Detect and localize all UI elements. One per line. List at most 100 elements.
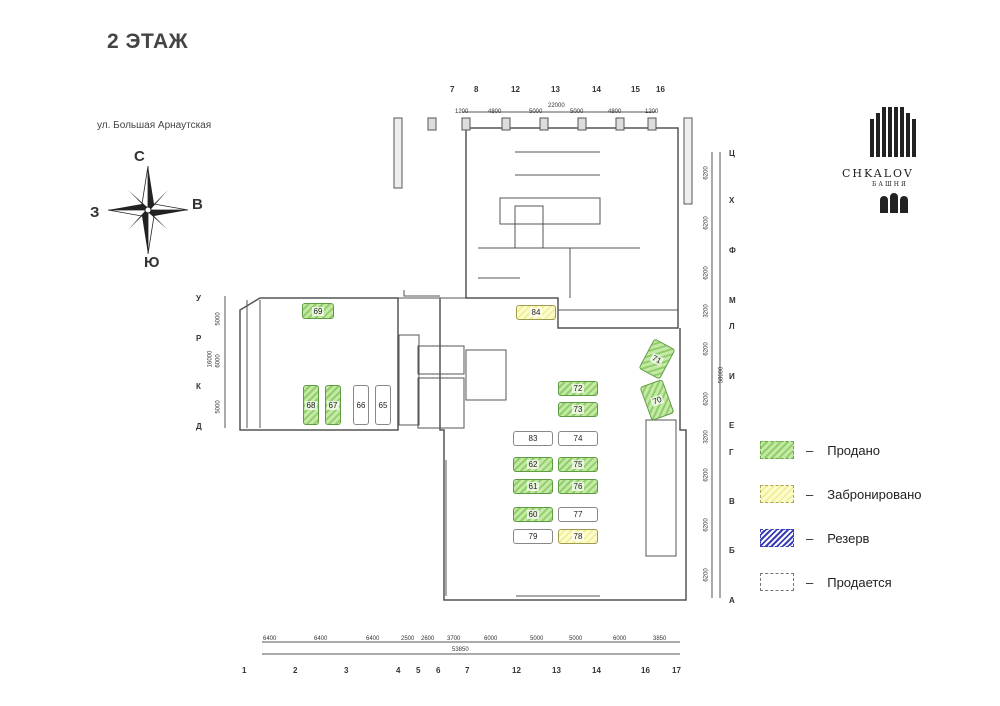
axis-label: 7: [450, 85, 455, 94]
top-dimensions: 22000 1200 4800 5000 5000 4800 1200: [0, 103, 1000, 115]
parking-spot[interactable]: 60: [513, 507, 553, 522]
parking-spot[interactable]: 61: [513, 479, 553, 494]
legend-dash: –: [806, 530, 814, 546]
axis-label: А: [729, 596, 735, 605]
parking-spot-number: 62: [526, 460, 540, 469]
parking-spot-number: 75: [571, 460, 585, 469]
parking-spot[interactable]: 72: [558, 381, 598, 396]
tower-logo-icon: [870, 107, 916, 213]
parking-spot-number: 61: [526, 482, 540, 491]
parking-spot-number: 83: [526, 434, 540, 443]
axis-label: 12: [512, 666, 521, 675]
parking-spot[interactable]: 70: [639, 378, 675, 422]
parking-spot-number: 74: [571, 434, 585, 443]
dim: 1200: [645, 109, 659, 115]
axis-label: Г: [729, 448, 734, 457]
compass-north: С: [134, 148, 145, 165]
parking-spot-number: 69: [311, 306, 325, 316]
axis-label: 12: [511, 85, 520, 94]
legend: – Продано – Забронировано – Резерв – Про…: [760, 440, 960, 592]
parking-spot[interactable]: 62: [513, 457, 553, 472]
dim: 4800: [488, 109, 502, 115]
street-label: ул. Большая Арнаутская: [97, 120, 212, 131]
parking-spot-number: 60: [526, 510, 540, 519]
dim: 6400: [314, 636, 328, 642]
legend-dash: –: [806, 574, 814, 590]
parking-spot[interactable]: 79: [513, 529, 553, 544]
parking-spot[interactable]: 73: [558, 402, 598, 417]
parking-spot[interactable]: 74: [558, 431, 598, 446]
dim: 6400: [366, 636, 380, 642]
parking-spot[interactable]: 67: [325, 385, 341, 425]
axis-label: 17: [672, 666, 681, 675]
axis-label: 3: [344, 666, 349, 675]
parking-spot[interactable]: 76: [558, 479, 598, 494]
parking-spot[interactable]: 71: [638, 338, 676, 380]
dim: 3850: [653, 636, 667, 642]
legend-swatch-hold: [760, 529, 794, 547]
dim: 4800: [608, 109, 622, 115]
parking-spot[interactable]: 75: [558, 457, 598, 472]
axis-label: 7: [465, 666, 470, 675]
axis-label: 13: [552, 666, 561, 675]
legend-item-available: – Продается: [760, 572, 960, 592]
legend-dash: –: [806, 486, 814, 502]
dim: 3700: [447, 636, 461, 642]
compass-south: Ю: [144, 254, 160, 271]
compass-east: В: [192, 196, 203, 213]
parking-spot[interactable]: 77: [558, 507, 598, 522]
right-axis-labels: Ц Х Ф М Л И Е Г В Б А: [729, 0, 745, 706]
dim: 5000: [530, 636, 544, 642]
compass-rose-icon: [107, 165, 189, 255]
axis-label: Ф: [729, 246, 736, 255]
legend-dash: –: [806, 442, 814, 458]
parking-spot-number: 68: [304, 400, 318, 410]
parking-spot[interactable]: 66: [353, 385, 369, 425]
axis-label: 5: [416, 666, 421, 675]
axis-label: В: [729, 497, 735, 506]
parking-spot[interactable]: 83: [513, 431, 553, 446]
parking-spot-number: 71: [649, 351, 665, 367]
axis-label: М: [729, 296, 736, 305]
axis-label: 13: [551, 85, 560, 94]
parking-spot[interactable]: 78: [558, 529, 598, 544]
parking-spot-number: 84: [529, 308, 543, 317]
parking-spot[interactable]: 65: [375, 385, 391, 425]
bottom-dimensions: 6400 6400 6400 2500 2600 3700 6000 5000 …: [0, 636, 1000, 648]
dim: 2600: [421, 636, 435, 642]
logo-subtitle: БАШНЯ: [872, 181, 908, 188]
axis-label: Ц: [729, 149, 735, 158]
legend-swatch-available: [760, 573, 794, 591]
parking-spot-number: 67: [326, 400, 340, 410]
parking-spot-number: 72: [571, 384, 585, 393]
dim: 5000: [570, 109, 584, 115]
parking-spot[interactable]: 68: [303, 385, 319, 425]
bottom-axis-labels: 1 2 3 4 5 6 7 12 13 14 16 17: [0, 666, 1000, 678]
axis-label: Л: [729, 322, 735, 331]
parking-spot-number: 79: [526, 532, 540, 541]
dim: 6000: [484, 636, 498, 642]
parking-spot-number: 78: [571, 532, 585, 541]
parking-spot-number: 66: [354, 400, 368, 410]
dim: 5000: [569, 636, 583, 642]
dim: 5000: [529, 109, 543, 115]
legend-label-reserved: Забронировано: [827, 486, 922, 502]
axis-label: 2: [293, 666, 298, 675]
axis-label: 8: [474, 85, 479, 94]
logo: [870, 105, 920, 215]
axis-label: И: [729, 372, 735, 381]
parking-spot-number: 76: [571, 482, 585, 491]
compass: С Ю З В: [88, 148, 208, 275]
dim: 2500: [401, 636, 415, 642]
dim: 6400: [263, 636, 277, 642]
axis-label: Х: [729, 196, 735, 205]
top-total: 22000: [548, 103, 565, 109]
axis-label: 14: [592, 666, 601, 675]
parking-spot[interactable]: 84: [516, 305, 556, 320]
parking-spot-number: 73: [571, 405, 585, 414]
axis-label: 1: [242, 666, 247, 675]
legend-label-sold: Продано: [827, 442, 880, 458]
parking-spot[interactable]: 69: [302, 303, 334, 319]
